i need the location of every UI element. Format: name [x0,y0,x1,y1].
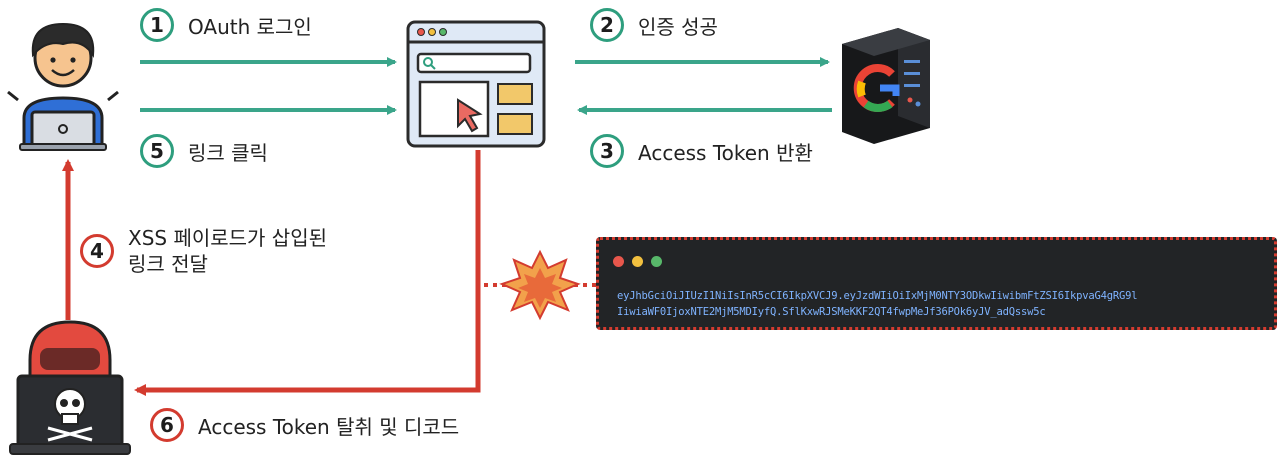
step-4-label-line1: XSS 페이로드가 삽입된 [128,226,328,250]
step-4: 4 XSS 페이로드가 삽입된 링크 전달 [80,225,327,277]
minimize-dot-icon [632,256,643,267]
browser-window-icon [406,20,546,148]
step-3-badge: 3 [590,134,624,168]
jwt-token-text: eyJhbGciOiJIUzI1NiIsInR5cCI6IkpXVCJ9.eyJ… [617,288,1138,320]
google-server-icon [842,28,930,144]
step-4-badge: 4 [80,234,114,268]
close-dot-icon [613,256,624,267]
step-3: 3 Access Token 반환 [590,134,813,168]
step-4-label-line2: 링크 전달 [128,252,208,276]
step-6-label: Access Token 탈취 및 디코드 [198,414,460,439]
terminal-window-dots [613,256,662,267]
step-1: 1 OAuth 로그인 [140,8,312,42]
step-2: 2 인증 성공 [590,8,718,42]
step-6: 6 Access Token 탈취 및 디코드 [150,408,459,442]
hacker-laptop-icon [9,320,131,455]
step-2-label: 인증 성공 [638,14,718,39]
step-3-label: Access Token 반환 [638,140,813,165]
step-5: 5 링크 클릭 [140,134,268,168]
explosion-icon [499,249,581,321]
step-6-badge: 6 [150,408,184,442]
step-5-badge: 5 [140,134,174,168]
token-terminal: eyJhbGciOiJIUzI1NiIsInR5cCI6IkpXVCJ9.eyJ… [596,237,1277,330]
arrow-token-steal [134,150,481,396]
jwt-line-1: eyJhbGciOiJIUzI1NiIsInR5cCI6IkpXVCJ9.eyJ… [617,290,1138,302]
step-4-label: XSS 페이로드가 삽입된 링크 전달 [128,225,327,277]
step-1-badge: 1 [140,8,174,42]
jwt-line-2: IiwiaWF0IjoxNTE2MjM5MDIyfQ.SflKxwRJSMeKK… [617,306,1046,318]
maximize-dot-icon [651,256,662,267]
step-1-label: OAuth 로그인 [188,14,312,39]
step-2-badge: 2 [590,8,624,42]
step-5-label: 링크 클릭 [188,140,268,165]
user-laptop-icon [7,22,119,151]
